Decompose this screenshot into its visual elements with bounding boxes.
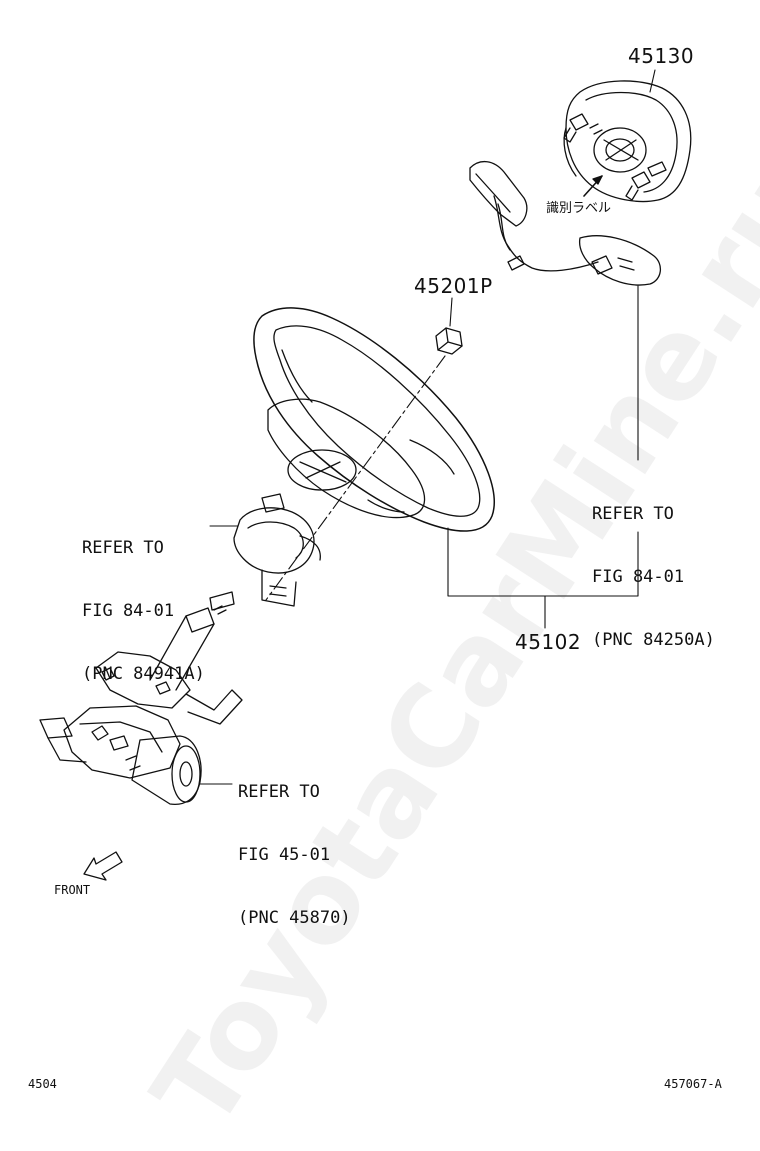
part-number-wheel: 45102 bbox=[515, 630, 582, 654]
ref-spiral-line-3: (PNC 84941A) bbox=[82, 664, 205, 684]
ref-spiral-line-1: REFER TO bbox=[82, 538, 164, 558]
ref-column-line-2: FIG 45-01 bbox=[238, 845, 331, 865]
ref-column-line-1: REFER TO bbox=[238, 782, 320, 802]
ref-horn-switch: REFER TO FIG 84-01 (PNC 84250A) bbox=[592, 462, 715, 672]
page-number: 4504 bbox=[28, 1077, 57, 1091]
front-arrow-icon bbox=[83, 851, 123, 881]
ref-switch-line-2: FIG 84-01 bbox=[592, 567, 685, 587]
wheel-leader bbox=[447, 527, 639, 629]
steering-column bbox=[39, 591, 243, 806]
part-number-airbag: 45130 bbox=[628, 44, 695, 68]
identification-arrow-icon bbox=[583, 175, 603, 197]
steering-wheel bbox=[253, 307, 495, 532]
airbag-assembly bbox=[563, 80, 692, 203]
exploded-diagram bbox=[39, 69, 692, 881]
spiral-cable bbox=[233, 493, 321, 607]
ref-column-line-3: (PNC 45870) bbox=[238, 908, 351, 928]
ref-switch-line-3: (PNC 84250A) bbox=[592, 630, 715, 650]
ref-steering-column: REFER TO FIG 45-01 (PNC 45870) bbox=[238, 740, 351, 950]
nut bbox=[435, 327, 463, 355]
nut-leader bbox=[449, 297, 453, 327]
ref-spiral-cable: REFER TO FIG 84-01 (PNC 84941A) bbox=[82, 496, 205, 706]
horn-switch-assembly bbox=[469, 161, 661, 286]
identification-label-text: 識別ラベル bbox=[546, 201, 612, 216]
figure-number: 457067-A bbox=[664, 1077, 722, 1091]
part-number-nut: 45201P bbox=[414, 274, 493, 298]
airbag-leader bbox=[649, 69, 656, 93]
front-label: FRONT bbox=[54, 883, 91, 897]
ref-spiral-line-2: FIG 84-01 bbox=[82, 601, 175, 621]
ref-switch-line-1: REFER TO bbox=[592, 504, 674, 524]
